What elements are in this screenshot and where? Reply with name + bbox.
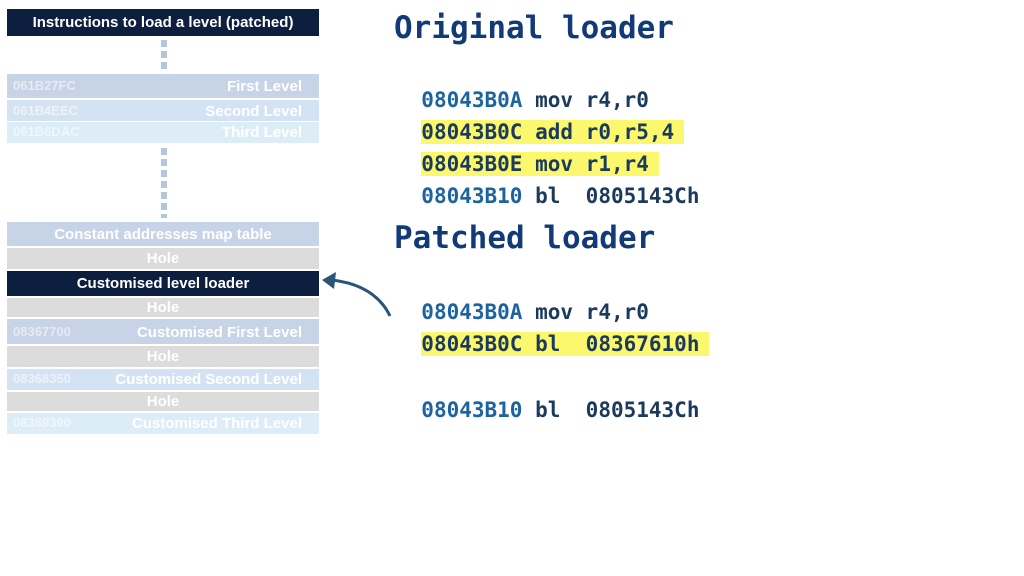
dotted-connector-top [161, 40, 167, 70]
memory-row-hole: Hole [7, 392, 319, 411]
level-row-third: 061B6DAC Third Level [7, 122, 319, 143]
code-line-highlighted: 08043B0C add r0,r5,4 [396, 90, 685, 146]
level-label: Third Level [221, 124, 302, 141]
code-address: 08043B0A [421, 88, 523, 112]
memory-row-hole: Hole [7, 298, 319, 317]
level-address: 061B27FC [13, 78, 76, 93]
code-line-highlighted: 08043B0E mov r1,r4 [396, 122, 659, 178]
code-op: bl 0805143Ch [535, 184, 700, 208]
code-address: 08043B10 [421, 398, 523, 422]
memory-label: Hole [146, 348, 180, 365]
level-row-second: 061B4EEC Second Level [7, 100, 319, 121]
dotted-connector-middle [161, 148, 167, 218]
memory-address: 08369390 [13, 415, 71, 430]
code-op: mov r4,r0 [535, 88, 649, 112]
memory-label: Customised Second Level [115, 371, 302, 388]
patched-loader-title: Patched loader [394, 220, 656, 256]
memory-row-level-loader: Customised level loader [7, 271, 319, 296]
code-line: 08043B10 bl 0805143Ch [396, 154, 699, 210]
memory-address: 08368350 [13, 371, 71, 386]
memory-label: Hole [146, 250, 180, 267]
memory-label: Customised Third Level [131, 415, 302, 432]
code-line: 08043B10 bl 0805143Ch [396, 368, 699, 424]
code-address: 08043B0E [421, 152, 523, 176]
memory-row-custom-third: 08369390 Customised Third Level [7, 413, 319, 434]
level-row-first: 061B27FC First Level [7, 74, 319, 98]
code-address: 08043B0A [421, 300, 523, 324]
memory-label: Hole [146, 393, 180, 410]
memory-address: 08367700 [13, 324, 71, 339]
memory-label: Hole [146, 299, 180, 316]
memory-row-map-table: Constant addresses map table [7, 222, 319, 246]
code-op: add r0,r5,4 [535, 120, 675, 144]
code-address: 08043B0C [421, 120, 523, 144]
level-label: First Level [226, 78, 302, 95]
memory-row-hole: Hole [7, 346, 319, 367]
level-address: 061B4EEC [13, 103, 79, 118]
code-line-highlighted: 08043B0C bl 08367610h [396, 302, 710, 358]
code-op: bl 08367610h [535, 332, 700, 356]
original-loader-title: Original loader [394, 10, 674, 46]
code-highlight: 08043B0C add r0,r5,4 [421, 120, 685, 144]
memory-label: Constant addresses map table [54, 226, 272, 243]
arrow-head [322, 272, 336, 289]
code-line: 08043B0A mov r4,r0 [396, 58, 649, 114]
code-highlight: 08043B0E mov r1,r4 [421, 152, 659, 176]
arrow-curve [331, 278, 392, 317]
memory-label: Customised level loader [76, 275, 250, 292]
memory-label: Customised First Level [136, 324, 302, 341]
memory-row-hole: Hole [7, 248, 319, 269]
code-op: mov r4,r0 [535, 300, 649, 324]
code-address: 08043B0C [421, 332, 523, 356]
level-label: Second Level [205, 103, 302, 120]
memory-row-custom-first: 08367700 Customised First Level [7, 319, 319, 344]
code-highlight: 08043B0C bl 08367610h [421, 332, 710, 356]
panel-header: Instructions to load a level (patched) [7, 9, 319, 36]
code-op: mov r1,r4 [535, 152, 649, 176]
level-address: 061B6DAC [13, 124, 80, 139]
code-address: 08043B10 [421, 184, 523, 208]
code-line: 08043B0A mov r4,r0 [396, 270, 649, 326]
memory-row-custom-second: 08368350 Customised Second Level [7, 369, 319, 390]
code-op: bl 0805143Ch [535, 398, 700, 422]
